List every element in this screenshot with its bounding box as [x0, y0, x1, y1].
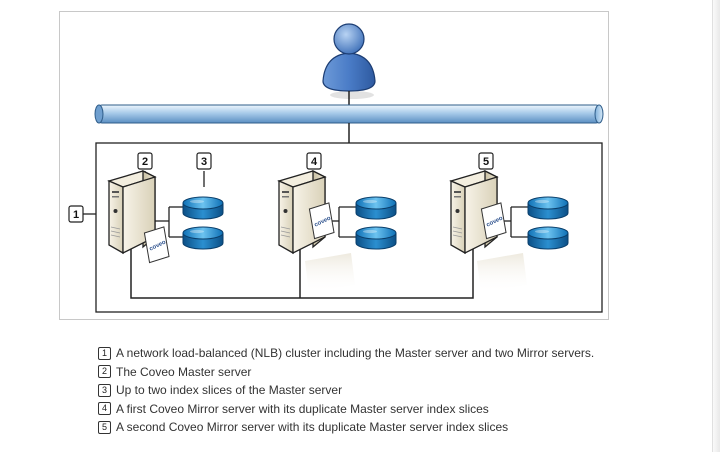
legend-item: 3 Up to two index slices of the Master s…	[98, 381, 698, 400]
callout-1: 1	[68, 205, 84, 223]
server-reflection	[477, 253, 527, 293]
mirror-server-1-group: coveo 4	[278, 152, 397, 293]
callout-5: 5	[478, 152, 494, 170]
legend-item: 1 A network load-balanced (NLB) cluster …	[98, 344, 698, 363]
diagram-legend: 1 A network load-balanced (NLB) cluster …	[98, 344, 698, 437]
network-bus-icon	[94, 104, 604, 124]
callout-3: 3	[196, 152, 212, 170]
legend-number-badge: 3	[98, 383, 111, 397]
svg-text:5: 5	[483, 156, 489, 168]
database-disk-icon	[182, 196, 224, 220]
legend-item: 2 The Coveo Master server	[98, 363, 698, 382]
legend-text: Up to two index slices of the Master ser…	[116, 383, 343, 398]
server-reflection	[305, 253, 355, 293]
svg-text:1: 1	[73, 209, 79, 221]
database-disk-icon	[355, 226, 397, 250]
database-disk-icon	[355, 196, 397, 220]
legend-text: A network load-balanced (NLB) cluster in…	[116, 346, 595, 361]
legend-number-badge: 2	[98, 365, 111, 379]
coveo-logo-card: coveo	[308, 202, 335, 240]
database-disk-icon	[527, 226, 569, 250]
cluster-interconnect	[130, 249, 474, 299]
callout-4: 4	[306, 152, 322, 170]
legend-number-badge: 4	[98, 402, 111, 416]
legend-item: 4 A first Coveo Mirror server with its d…	[98, 400, 698, 419]
database-disk-icon	[182, 226, 224, 250]
nlb-cluster-box	[95, 142, 603, 313]
legend-text: A first Coveo Mirror server with its dup…	[116, 401, 489, 416]
database-disk-icon	[527, 196, 569, 220]
nlb-cluster-diagram: 1 coveo 2 3	[68, 23, 604, 313]
svg-text:4: 4	[311, 156, 318, 168]
legend-text: The Coveo Master server	[116, 364, 252, 379]
page-scroll-edge	[712, 0, 720, 452]
mirror-server-2-group: coveo 5	[450, 152, 569, 293]
coveo-logo-card: coveo	[143, 226, 170, 264]
master-server-group: coveo 2 3	[108, 152, 224, 264]
coveo-logo-card: coveo	[480, 202, 507, 240]
legend-number-badge: 1	[98, 346, 111, 360]
legend-text: A second Coveo Mirror server with its du…	[116, 420, 509, 435]
user-icon	[322, 23, 376, 99]
svg-text:3: 3	[201, 156, 207, 168]
callout-2: 2	[137, 152, 153, 170]
svg-text:2: 2	[142, 156, 148, 168]
legend-number-badge: 5	[98, 420, 111, 434]
legend-item: 5 A second Coveo Mirror server with its …	[98, 418, 698, 437]
